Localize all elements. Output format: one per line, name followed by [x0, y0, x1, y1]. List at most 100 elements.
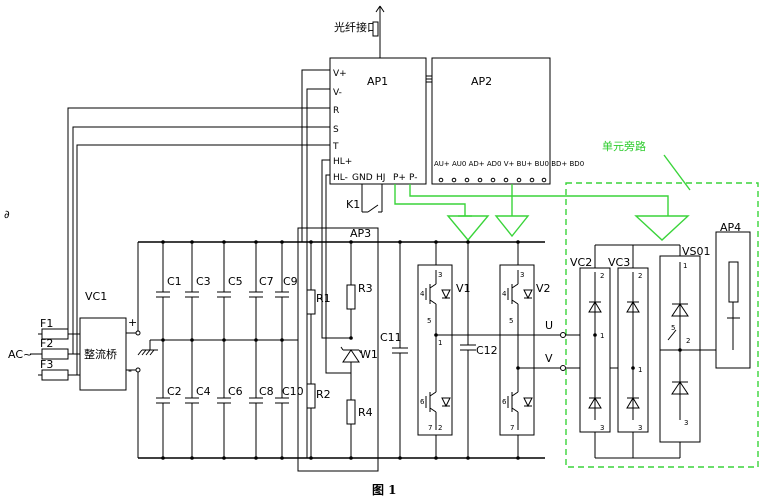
ap4-box: AP4 — [715, 221, 751, 369]
rectifier-vc1: VC1 整流桥 + - — [79, 290, 158, 391]
resistor-r4 — [346, 399, 356, 425]
svg-text:5: 5 — [427, 317, 431, 325]
svg-text:3: 3 — [684, 419, 688, 427]
svg-text:6: 6 — [420, 398, 425, 406]
ap1-pin-gnd: GND — [352, 173, 373, 183]
fuse-f2-label: F2 — [40, 337, 53, 350]
cap-c2-label: C2 — [167, 385, 182, 398]
cap-c3-label: C3 — [196, 275, 211, 288]
bypass-region — [565, 182, 759, 468]
ap2-label: AP2 — [471, 75, 492, 88]
ap1-pin-pminus: P- — [409, 173, 417, 183]
resistor-r3 — [346, 284, 356, 310]
ap1-pin-vminus: V- — [333, 88, 342, 98]
svg-text:1: 1 — [438, 339, 442, 347]
thyristor-vs01: VS01 1 5 2 3 — [659, 245, 740, 458]
svg-text:2: 2 — [638, 272, 642, 280]
svg-text:4: 4 — [420, 290, 425, 298]
vc1-label: VC1 — [85, 290, 107, 303]
ap1-pin-pplus: P+ — [393, 173, 406, 183]
fuse-f3 — [41, 369, 69, 381]
vc1-inner-label: 整流桥 — [84, 347, 117, 361]
v2-label: V2 — [536, 282, 551, 295]
fuse-f1-label: F1 — [40, 317, 53, 330]
figure-caption: 图 1 — [372, 483, 397, 497]
vc2-label: VC2 — [570, 256, 592, 269]
svg-text:1: 1 — [638, 366, 642, 374]
vc3-label: VC3 — [608, 256, 630, 269]
ap3-block: AP3 R1 R2 R3 W1 R4 — [297, 69, 379, 472]
k1-switch: K1 — [346, 184, 383, 213]
svg-text:5: 5 — [671, 324, 675, 332]
cap-col-4 — [249, 240, 263, 460]
fuse-f3-label: F3 — [40, 358, 53, 371]
ap2-box: AP2 AU+ AU0 AD+ AD0 V+ BU+ BU0 BD+ BD0 — [431, 57, 584, 185]
svg-text:3: 3 — [638, 424, 642, 432]
resistor-r2 — [306, 383, 316, 409]
svg-text:7: 7 — [510, 424, 514, 432]
ap2-pins: AU+ AU0 AD+ AD0 V+ BU+ BU0 BD+ BD0 — [434, 160, 584, 168]
diode-bridge-vc3: VC3 2 1 3 — [608, 245, 649, 458]
output-u-label: U — [545, 319, 553, 332]
fuse-f2 — [41, 348, 69, 360]
vs01-label: VS01 — [682, 245, 711, 258]
fiber-connector: 光纤接口 — [334, 5, 385, 58]
ac-input: AC~ F1 F2 F3 — [8, 107, 330, 381]
v1-label: V1 — [456, 282, 471, 295]
cap-col-5 — [275, 240, 289, 460]
c11-label: C11 — [380, 331, 402, 344]
ap1-pin-hj: HJ — [376, 173, 385, 183]
ac-label: AC~ — [8, 348, 32, 361]
cap-col-1 — [156, 240, 170, 460]
igbt-v1: V1 3 4 5 1 6 7 2 — [417, 240, 471, 460]
cap-col-2 — [185, 240, 199, 460]
k1-label: K1 — [346, 198, 360, 211]
ap1-pin-s: S — [333, 125, 339, 135]
ap1-label: AP1 — [367, 75, 388, 88]
r4-label: R4 — [358, 406, 373, 419]
side-mark: ∂ — [4, 208, 10, 221]
cap-c1-label: C1 — [167, 275, 182, 288]
c12-label: C12 — [476, 344, 498, 357]
cap-c10-label: C10 — [282, 385, 304, 398]
ap1-box: AP1 V+ V- R S T HL+ HL- GND HJ P+ P- — [329, 57, 432, 185]
capacitor-bank: C1 C3 C5 C7 C9 C2 C4 C6 C8 C10 — [156, 240, 304, 460]
svg-text:2: 2 — [686, 337, 690, 345]
ap3-label: AP3 — [350, 227, 371, 240]
ap1-pin-t: T — [332, 142, 339, 152]
ap1-pin-vplus: V+ — [333, 69, 347, 79]
cap-c4-label: C4 — [196, 385, 211, 398]
svg-text:1: 1 — [600, 332, 604, 340]
ap1-pin-hlminus: HL- — [333, 173, 348, 183]
unit-bypass-label: 单元旁路 — [602, 139, 646, 153]
cap-col-3 — [217, 240, 231, 460]
output-v-label: V — [545, 352, 553, 365]
svg-text:4: 4 — [502, 290, 507, 298]
svg-text:1: 1 — [683, 262, 687, 270]
ap1-pin-hlplus: HL+ — [333, 157, 352, 167]
control-signal-arrows: 单元旁路 — [394, 139, 691, 242]
svg-text:6: 6 — [502, 398, 507, 406]
fiber-label: 光纤接口 — [334, 20, 378, 34]
diode-bridge-vc2: VC2 2 1 3 — [570, 245, 611, 458]
cap-c7-label: C7 — [259, 275, 274, 288]
cap-c6-label: C6 — [228, 385, 243, 398]
r2-label: R2 — [316, 388, 331, 401]
cap-c8-label: C8 — [259, 385, 274, 398]
svg-text:3: 3 — [600, 424, 604, 432]
svg-text:2: 2 — [600, 272, 604, 280]
zener-w1-label: W1 — [360, 348, 378, 361]
ap4-label: AP4 — [720, 221, 741, 234]
svg-text:5: 5 — [509, 317, 513, 325]
cap-c9-label: C9 — [283, 275, 298, 288]
capacitor-c12: C12 — [460, 240, 498, 460]
r1-label: R1 — [316, 292, 331, 305]
r3-label: R3 — [358, 282, 373, 295]
vc1-plus: + — [128, 316, 137, 329]
capacitor-c11: C11 — [380, 240, 408, 460]
cap-c5-label: C5 — [228, 275, 243, 288]
ap1-pin-r: R — [333, 106, 339, 116]
svg-text:3: 3 — [520, 271, 524, 279]
svg-text:3: 3 — [438, 271, 442, 279]
